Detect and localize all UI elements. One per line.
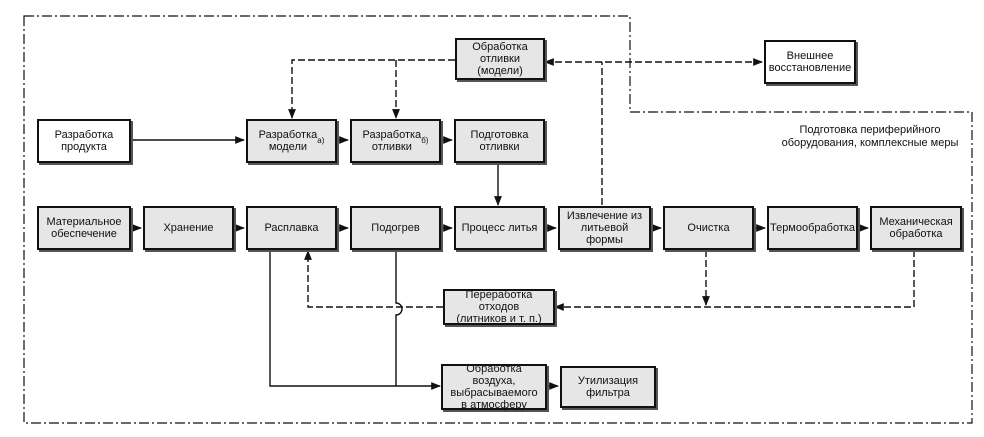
casting-dev-label: Разработка отливки	[362, 129, 422, 153]
node-heat-treatment: Термообработка	[767, 206, 858, 250]
node-preheating: Подогрев	[350, 206, 441, 250]
node-waste-recycling: Переработка отходов (литников и т. п.)	[443, 289, 555, 325]
node-extraction: Извлечение из литьевой формы	[558, 206, 651, 250]
node-melting: Расплавка	[246, 206, 337, 250]
model-dev-mark: а)	[317, 136, 325, 145]
node-cleaning: Очистка	[663, 206, 754, 250]
node-storage: Хранение	[143, 206, 234, 250]
casting-dev-mark: б)	[421, 136, 429, 145]
boundary-outline	[23, 15, 973, 424]
node-material-supply: Материальное обеспечение	[37, 206, 131, 250]
node-external-restoration: Внешнее восстановление	[764, 40, 856, 84]
line-melting-air	[269, 250, 441, 390]
node-filter-disposal: Утилизация фильтра	[560, 366, 656, 408]
node-machining: Механическая обработка	[870, 206, 962, 250]
node-product-dev: Разработка продукта	[37, 119, 131, 163]
dash-machining-scrap	[554, 250, 915, 311]
model-dev-label: Разработка модели	[258, 129, 318, 153]
node-air-treatment: Обработка воздуха, выбрасываемого в атмо…	[441, 363, 547, 411]
dash-scrap-melting	[304, 250, 443, 308]
dash-processing-model	[288, 59, 455, 119]
node-casting-prep: Подготовка отливки	[454, 119, 545, 163]
node-processing-top: Обработка отливки (модели)	[455, 38, 545, 80]
line-preheat-air	[395, 250, 403, 386]
peripheral-annotation: Подготовка периферийного оборудования, к…	[781, 124, 959, 149]
node-casting-process: Процесс литья	[454, 206, 545, 250]
